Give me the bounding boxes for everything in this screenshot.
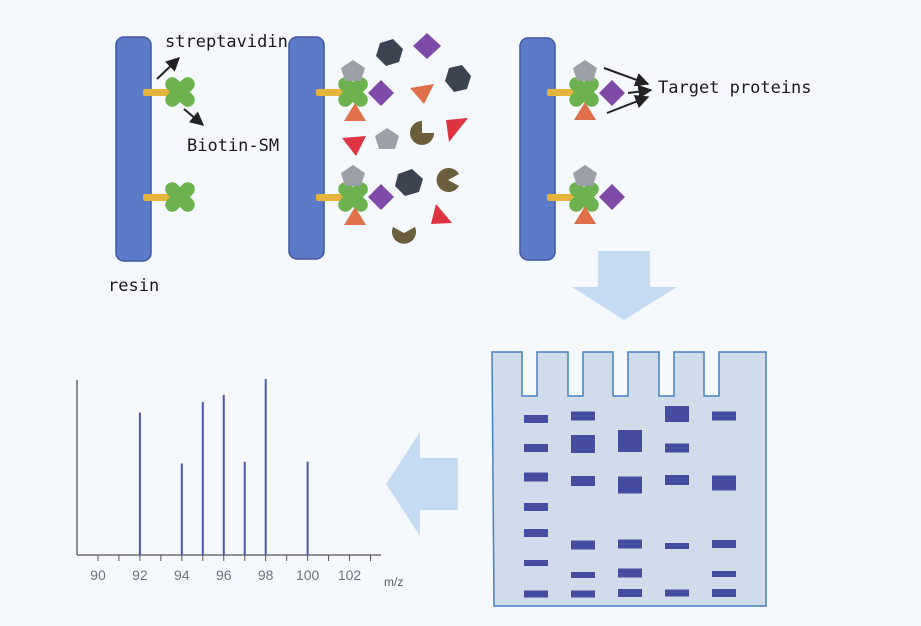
x-tick-label: 96: [216, 567, 232, 583]
gel-band: [571, 435, 595, 453]
gel-band: [524, 529, 548, 537]
gel-band: [665, 443, 689, 453]
gel-band: [665, 475, 689, 485]
gel-band: [571, 572, 595, 578]
gel-band: [571, 540, 595, 550]
resin-column-2: [288, 36, 325, 260]
gel-band: [524, 444, 548, 452]
streptavidin-label: streptavidin: [165, 32, 288, 52]
gel-band: [524, 590, 548, 598]
pacman-protein-icon: [410, 121, 434, 145]
target-proteins-label: Target proteins: [658, 78, 812, 98]
streptavidin-icon: [165, 182, 195, 212]
red-triangle-protein-icon: [431, 204, 452, 224]
gel-band: [571, 590, 595, 598]
streptavidin-icon: [338, 182, 368, 212]
gel-band: [712, 475, 736, 491]
gel-band: [571, 411, 595, 421]
hexagon-protein-icon: [395, 169, 423, 196]
pentagon-protein-icon: [573, 165, 597, 186]
x-axis-ticks: [97, 555, 372, 561]
linker: [547, 89, 577, 96]
pentagon-protein-icon: [341, 60, 365, 81]
gel-band: [618, 430, 642, 452]
resin-column-1: [115, 36, 152, 262]
gel-band: [618, 476, 642, 494]
x-tick-label: 100: [296, 567, 320, 583]
linker: [143, 194, 173, 201]
linker: [143, 89, 173, 96]
streptavidin-arrow: [156, 57, 181, 80]
panel-capture: Target proteins: [519, 37, 812, 261]
gel-band: [712, 571, 736, 577]
triangle-protein-icon: [344, 103, 366, 121]
target-arrow: [603, 67, 650, 87]
x-tick-label: 90: [90, 567, 106, 583]
hexagon-protein-icon: [445, 65, 471, 92]
pentagon-protein-icon: [573, 60, 597, 81]
panel-resin-bare: streptavidin Biotin-SM resin: [108, 32, 288, 296]
biotin-sm-label: Biotin-SM: [187, 136, 279, 156]
mass-spectrum: 90 92 94 96 98 100 102 m/z: [76, 379, 403, 589]
gel-band: [618, 568, 642, 578]
pacman-protein-icon: [392, 227, 416, 244]
gel-band: [712, 589, 736, 597]
gel-band: [524, 415, 548, 423]
gel-band: [524, 472, 548, 482]
spectrum-peaks: [138, 379, 309, 555]
x-axis-tick-labels: 90 92 94 96 98 100 102: [90, 567, 361, 583]
triangle-protein-icon: [574, 102, 596, 120]
x-tick-label: 92: [132, 567, 148, 583]
hexagon-protein-icon: [376, 39, 403, 66]
down-arrow-icon: [572, 251, 677, 320]
pacman-protein-icon: [436, 168, 459, 192]
x-tick-label: 98: [258, 567, 274, 583]
biotin-arrow: [183, 108, 205, 126]
diamond-protein-icon: [368, 80, 394, 106]
gel-band: [712, 540, 736, 548]
red-triangle-protein-icon: [342, 136, 366, 156]
gel-band: [524, 560, 548, 566]
pentagon-protein-icon: [375, 128, 399, 149]
target-arrow: [627, 84, 653, 99]
pentagon-protein-icon: [341, 165, 365, 186]
streptavidin-icon: [338, 77, 368, 107]
diamond-protein-icon: [599, 80, 625, 106]
gel-bands: [524, 406, 736, 598]
linker: [547, 194, 577, 201]
target-arrow: [606, 95, 650, 114]
streptavidin-icon: [165, 77, 195, 107]
triangle-protein-icon: [574, 206, 596, 224]
resin-label: resin: [108, 276, 159, 296]
gel-band: [618, 589, 642, 597]
x-tick-label: 102: [338, 567, 362, 583]
gel-band: [665, 543, 689, 549]
diamond-protein-icon: [599, 184, 625, 210]
linker: [316, 194, 346, 201]
red-triangle-protein-icon: [446, 118, 468, 142]
gel-band: [712, 411, 736, 421]
left-arrow-icon: [386, 432, 458, 536]
resin-column-3: [519, 37, 556, 261]
sds-page-gel: [491, 351, 767, 607]
panel-incubation: [288, 33, 471, 260]
triangle-protein-icon: [344, 207, 366, 225]
x-axis-label: m/z: [384, 575, 403, 589]
gel-band: [665, 406, 689, 422]
streptavidin-icon: [569, 77, 599, 107]
triangle-protein-icon: [410, 84, 434, 104]
linker: [316, 89, 346, 96]
diamond-protein-icon: [368, 184, 394, 210]
gel-band: [665, 589, 689, 597]
gel-band: [571, 476, 595, 486]
gel-band: [524, 503, 548, 511]
diamond-protein-icon: [413, 33, 441, 59]
x-tick-label: 94: [174, 567, 190, 583]
streptavidin-icon: [569, 182, 599, 212]
gel-band: [618, 539, 642, 549]
